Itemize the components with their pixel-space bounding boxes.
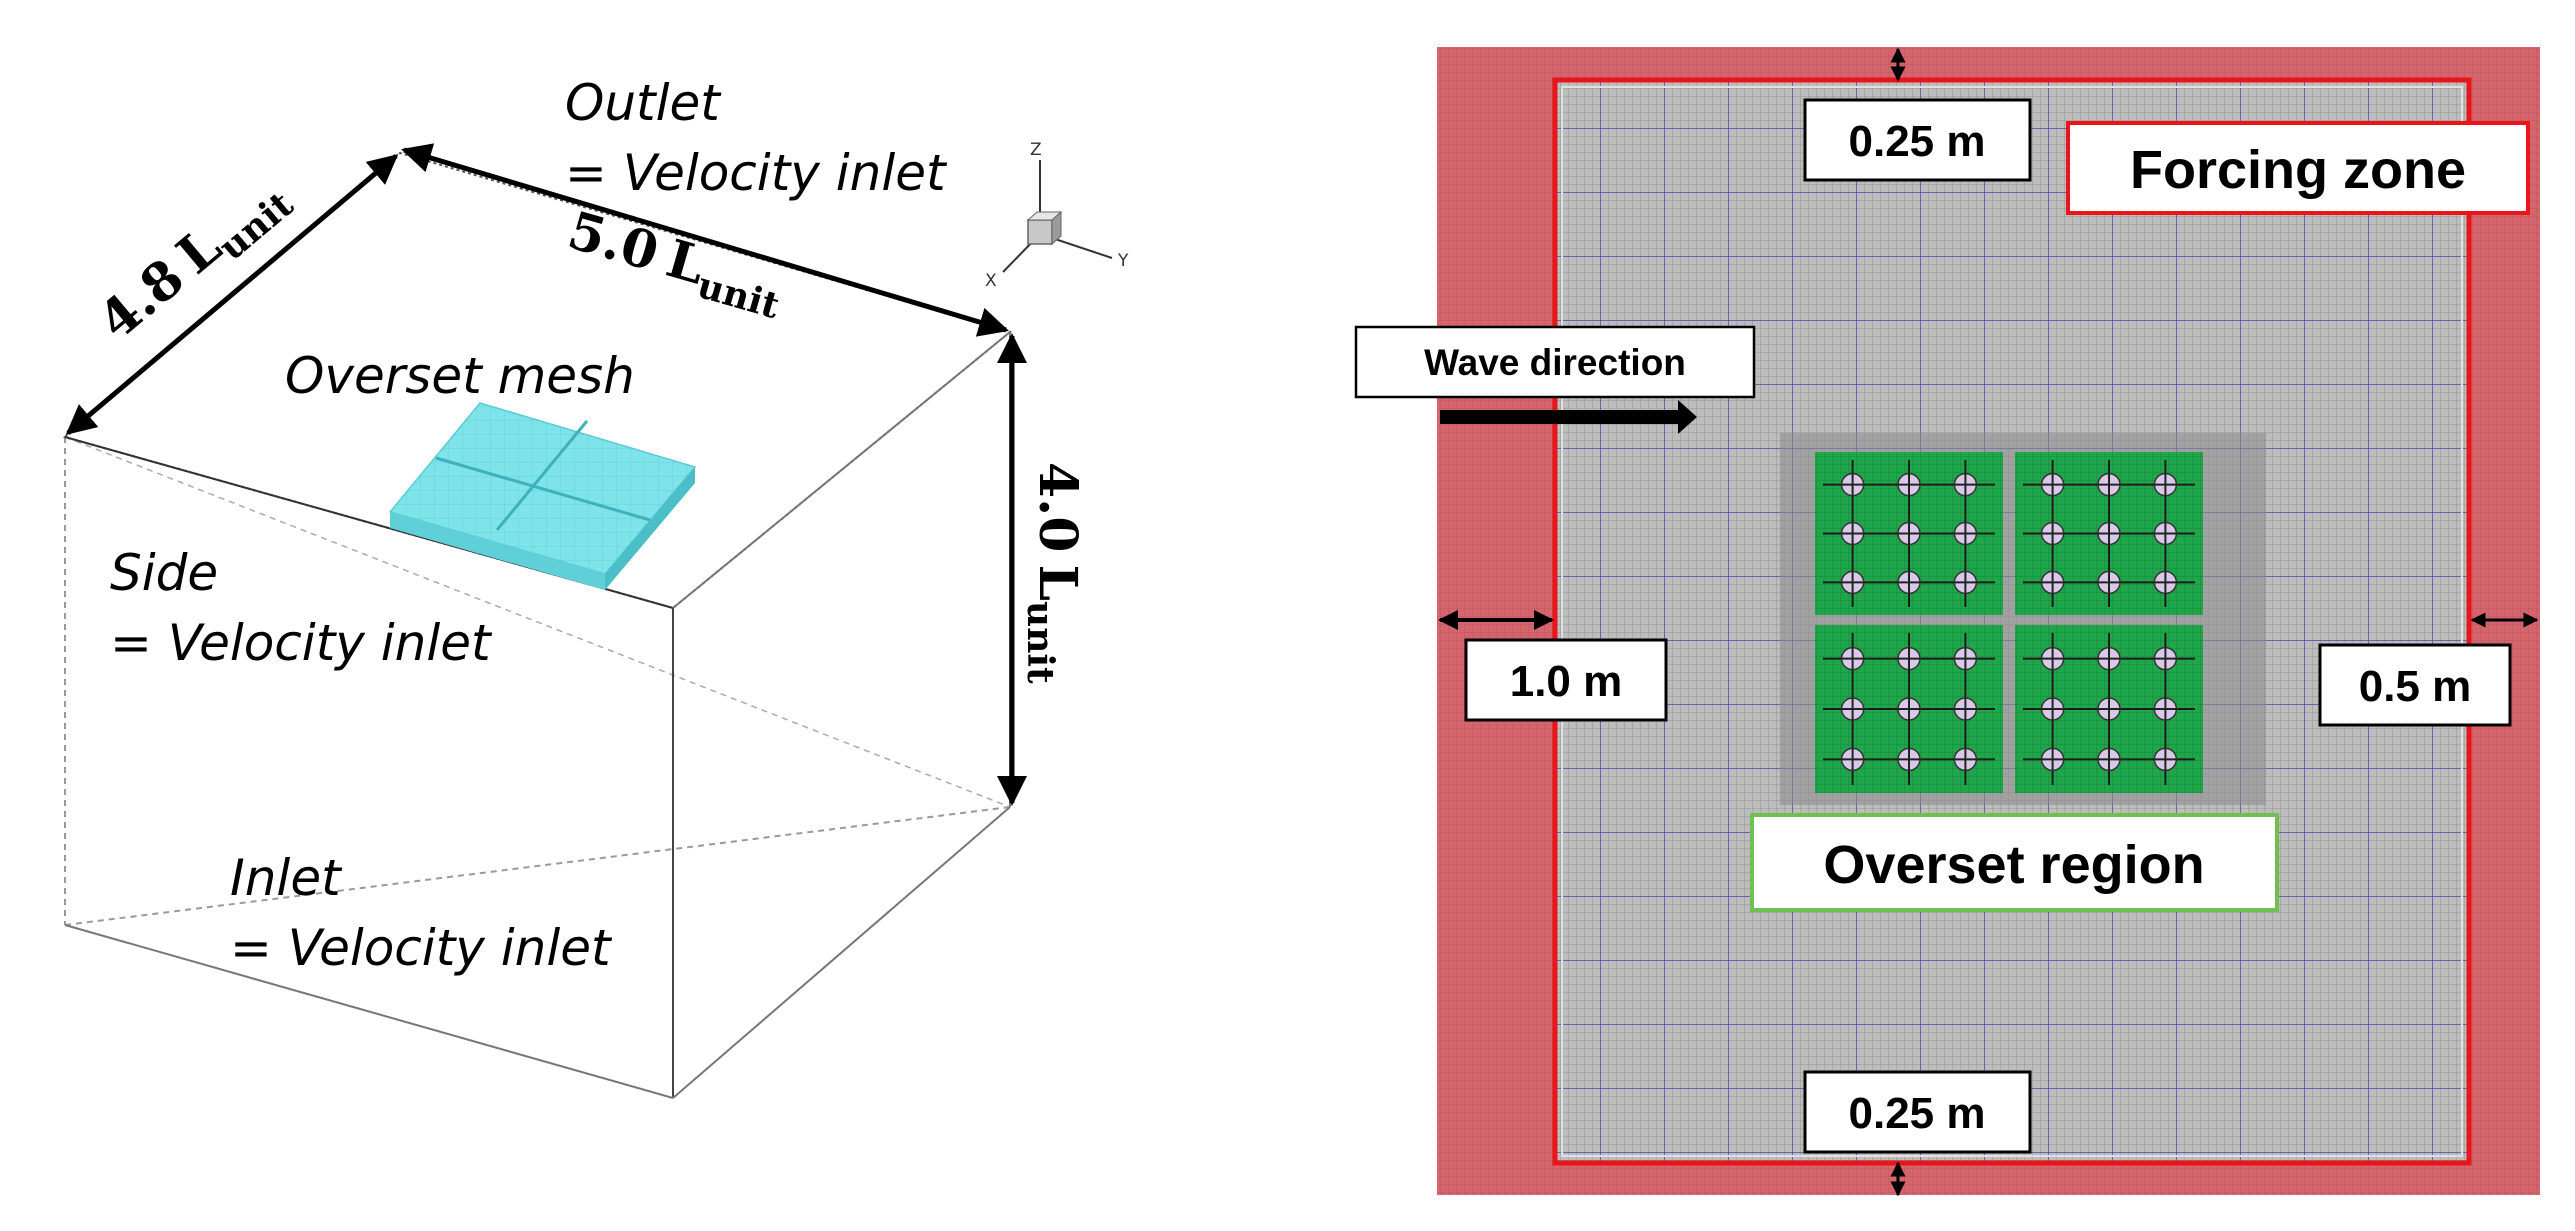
domain-top-view: [1437, 47, 2540, 1195]
width-dimension-label: 5.0Lunit: [559, 200, 791, 328]
box-edge: [64, 924, 674, 1099]
side-bc-label: = Velocity inlet: [110, 614, 493, 672]
width-dimension-arrow: [401, 143, 1009, 337]
wave-direction-label: Wave direction: [1424, 342, 1686, 383]
bottom-gap-label: 0.25 m: [1849, 1089, 1986, 1138]
overset-mesh-block: [388, 402, 697, 590]
overset-region-label: Overset region: [1823, 835, 2204, 895]
outlet-label: Outlet: [565, 74, 722, 132]
left-gap-box: [1464, 638, 1668, 722]
wave-direction-arrow: [1440, 400, 1697, 434]
box-edge-hidden: [64, 436, 1011, 808]
bottom-gap-box: [1803, 1070, 2032, 1154]
inlet-bc-label: = Velocity inlet: [230, 919, 613, 977]
inlet-label: Inlet: [230, 849, 343, 907]
structure-nodes: [1823, 460, 2195, 785]
axis-cube-icon: [1027, 219, 1053, 245]
box-edge: [672, 331, 1011, 609]
forcing-zone-label: Forcing zone: [2130, 140, 2466, 200]
axis-x-label: X: [985, 271, 997, 291]
computational-domain-box: [62, 151, 1013, 1099]
axis-triad: Z Y X: [985, 140, 1129, 291]
label-boxes: 0.25 m 0.25 m 1.0 m 0.5 m Forcing zone W…: [1354, 98, 2530, 1154]
gap-arrows: [1438, 47, 2539, 1197]
outlet-bc-label: = Velocity inlet: [565, 144, 948, 202]
box-edge: [672, 806, 1011, 1099]
box-edge-hidden: [64, 806, 1011, 926]
dimension-arrows: [65, 143, 1027, 806]
depth-dimension-arrow: [65, 154, 399, 435]
overset-region-box: [1750, 813, 2279, 912]
left-gap-label: 1.0 m: [1510, 657, 1623, 706]
side-label: Side: [110, 544, 218, 602]
height-dimension-label: 4.0Lunit: [1019, 462, 1088, 684]
right-gap-label: 0.5 m: [2359, 662, 2472, 711]
top-gap-box: [1803, 98, 2032, 182]
top-gap-label: 0.25 m: [1849, 117, 1986, 166]
forcing-zone-box: [2066, 121, 2530, 215]
wave-direction-box: [1354, 325, 1756, 399]
overset-mesh-label: Overset mesh: [285, 347, 635, 405]
overset-blocks: [1815, 452, 2203, 793]
axis-z-label: Z: [1030, 140, 1042, 160]
axis-y-label: Y: [1117, 251, 1129, 271]
right-gap-box: [2318, 643, 2512, 727]
forcing-zone-boundary: [1552, 77, 2472, 1166]
